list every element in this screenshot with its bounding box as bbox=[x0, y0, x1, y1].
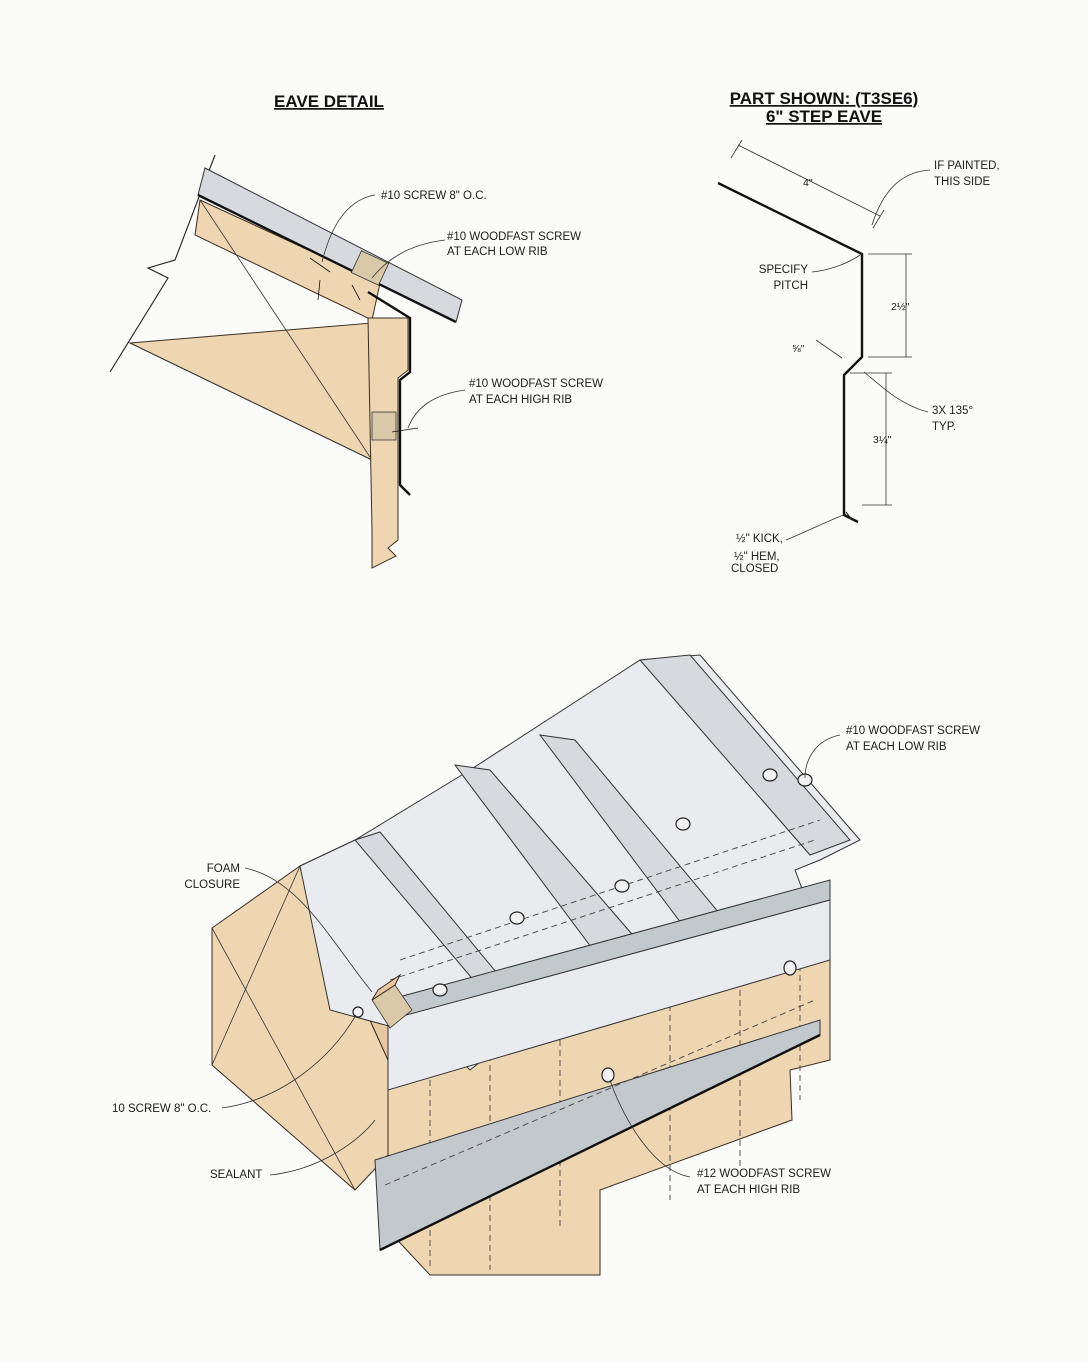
eave-detail-section: EAVE DETAIL #10 SCREW 8" O.C. #10 WOODFA… bbox=[109, 92, 603, 569]
woodfast-screw-low bbox=[351, 284, 361, 301]
screw-head-2 bbox=[509, 911, 525, 925]
truss-block-grain-1 bbox=[211, 927, 356, 1191]
eave-trim-face bbox=[387, 899, 831, 1091]
leader-screw-8oc bbox=[321, 194, 376, 263]
dim-top-leg-line bbox=[737, 144, 881, 217]
label-foam-1: FOAM bbox=[207, 863, 240, 875]
label-woodfast-low-1: #10 WOODFAST SCREW bbox=[447, 231, 581, 243]
hem-fold bbox=[845, 511, 853, 521]
step-eave-profile bbox=[717, 181, 864, 524]
part-profile-section: PART SHOWN: (T3SE6) 6" STEP EAVE 4" 2½" … bbox=[717, 89, 1000, 575]
roof-panel-edge bbox=[197, 193, 457, 324]
label-iso-woodfast-high-1: #12 WOODFAST SCREW bbox=[697, 1168, 831, 1180]
screw-head-7 bbox=[601, 1067, 615, 1083]
label-foam-2: CLOSURE bbox=[184, 879, 240, 891]
dim-upper-drop: 2½" bbox=[891, 301, 910, 313]
dim-top-leg-ext2 bbox=[872, 209, 885, 229]
truss-break-line bbox=[109, 154, 216, 373]
label-kick: ½" KICK, bbox=[736, 533, 783, 545]
panel-hidden-line-3 bbox=[384, 999, 816, 1186]
leader-sealant bbox=[269, 1119, 376, 1176]
label-hem-2: CLOSED bbox=[731, 563, 778, 575]
dim-top-leg: 4" bbox=[803, 177, 813, 189]
foam-closure-top bbox=[371, 973, 402, 1001]
screw-8oc-shank bbox=[317, 279, 321, 301]
part-title-line1: PART SHOWN: (T3SE6) bbox=[730, 89, 919, 108]
label-bends-1: 3X 135° bbox=[932, 405, 973, 417]
woodfast-screw-high bbox=[391, 427, 419, 433]
label-iso-woodfast-low-2: AT EACH LOW RIB bbox=[846, 741, 947, 753]
screw-head-9 bbox=[352, 1006, 364, 1018]
label-if-painted-2: THIS SIDE bbox=[934, 176, 991, 188]
dim-step-line bbox=[815, 339, 843, 359]
foam-closure-high bbox=[371, 411, 397, 441]
screw-head-3 bbox=[614, 879, 630, 893]
panel-hidden-line-1 bbox=[399, 819, 821, 961]
dim-step: ⅝" bbox=[792, 343, 805, 355]
truss-gusset bbox=[128, 322, 373, 461]
label-screw-8oc: #10 SCREW 8" O.C. bbox=[381, 190, 487, 202]
label-hem-1: ½" HEM, bbox=[734, 551, 780, 563]
screw-8oc bbox=[309, 257, 331, 273]
isometric-section: #10 WOODFAST SCREW AT EACH LOW RIB FOAM … bbox=[112, 654, 980, 1276]
roof-rib-4 bbox=[638, 654, 851, 856]
truss-grain-line bbox=[129, 342, 373, 461]
leader-iso-woodfast-high bbox=[609, 1079, 691, 1178]
label-specify-pitch-1: SPECIFY bbox=[759, 264, 809, 276]
eave-trim-profile bbox=[367, 290, 412, 496]
dim-lower-drop: 3¼" bbox=[873, 434, 892, 446]
fascia-post bbox=[367, 317, 409, 569]
truss-web-line bbox=[199, 199, 373, 461]
label-iso-woodfast-high-2: AT EACH HIGH RIB bbox=[697, 1184, 800, 1196]
dim-top-leg-ext1 bbox=[730, 139, 743, 159]
part-title-line2: 6" STEP EAVE bbox=[766, 107, 882, 126]
label-if-painted-1: IF PAINTED, bbox=[934, 160, 1000, 172]
panel-hidden-line-2 bbox=[389, 839, 816, 981]
label-sealant: SEALANT bbox=[210, 1169, 262, 1181]
label-specify-pitch-2: PITCH bbox=[774, 280, 809, 292]
truss-block-grain-2 bbox=[211, 865, 301, 1066]
screw-head-5 bbox=[762, 768, 778, 782]
foam-closure-low bbox=[350, 250, 390, 286]
leader-kick bbox=[785, 513, 847, 541]
eave-detail-title: EAVE DETAIL bbox=[274, 92, 384, 111]
leader-iso-woodfast-low bbox=[804, 734, 841, 779]
screw-head-4 bbox=[675, 817, 691, 831]
label-screw-oc: 10 SCREW 8" O.C. bbox=[112, 1103, 211, 1115]
screw-head-8 bbox=[783, 960, 797, 976]
leader-if-painted bbox=[871, 169, 931, 226]
label-woodfast-high-2: AT EACH HIGH RIB bbox=[469, 394, 572, 406]
label-iso-woodfast-low-1: #10 WOODFAST SCREW bbox=[846, 725, 980, 737]
label-bends-2: TYP. bbox=[932, 421, 956, 433]
label-woodfast-low-2: AT EACH LOW RIB bbox=[447, 246, 548, 258]
leader-specify-pitch bbox=[811, 254, 861, 273]
leader-woodfast-low bbox=[371, 239, 446, 279]
leader-foam-closure bbox=[244, 867, 373, 993]
leader-woodfast-high bbox=[407, 389, 466, 429]
eave-trim-hem bbox=[379, 1033, 821, 1252]
label-woodfast-high-1: #10 WOODFAST SCREW bbox=[469, 378, 603, 390]
leader-bends bbox=[863, 371, 929, 413]
leader-screw-oc bbox=[221, 1014, 357, 1109]
screw-head-1 bbox=[432, 983, 448, 997]
